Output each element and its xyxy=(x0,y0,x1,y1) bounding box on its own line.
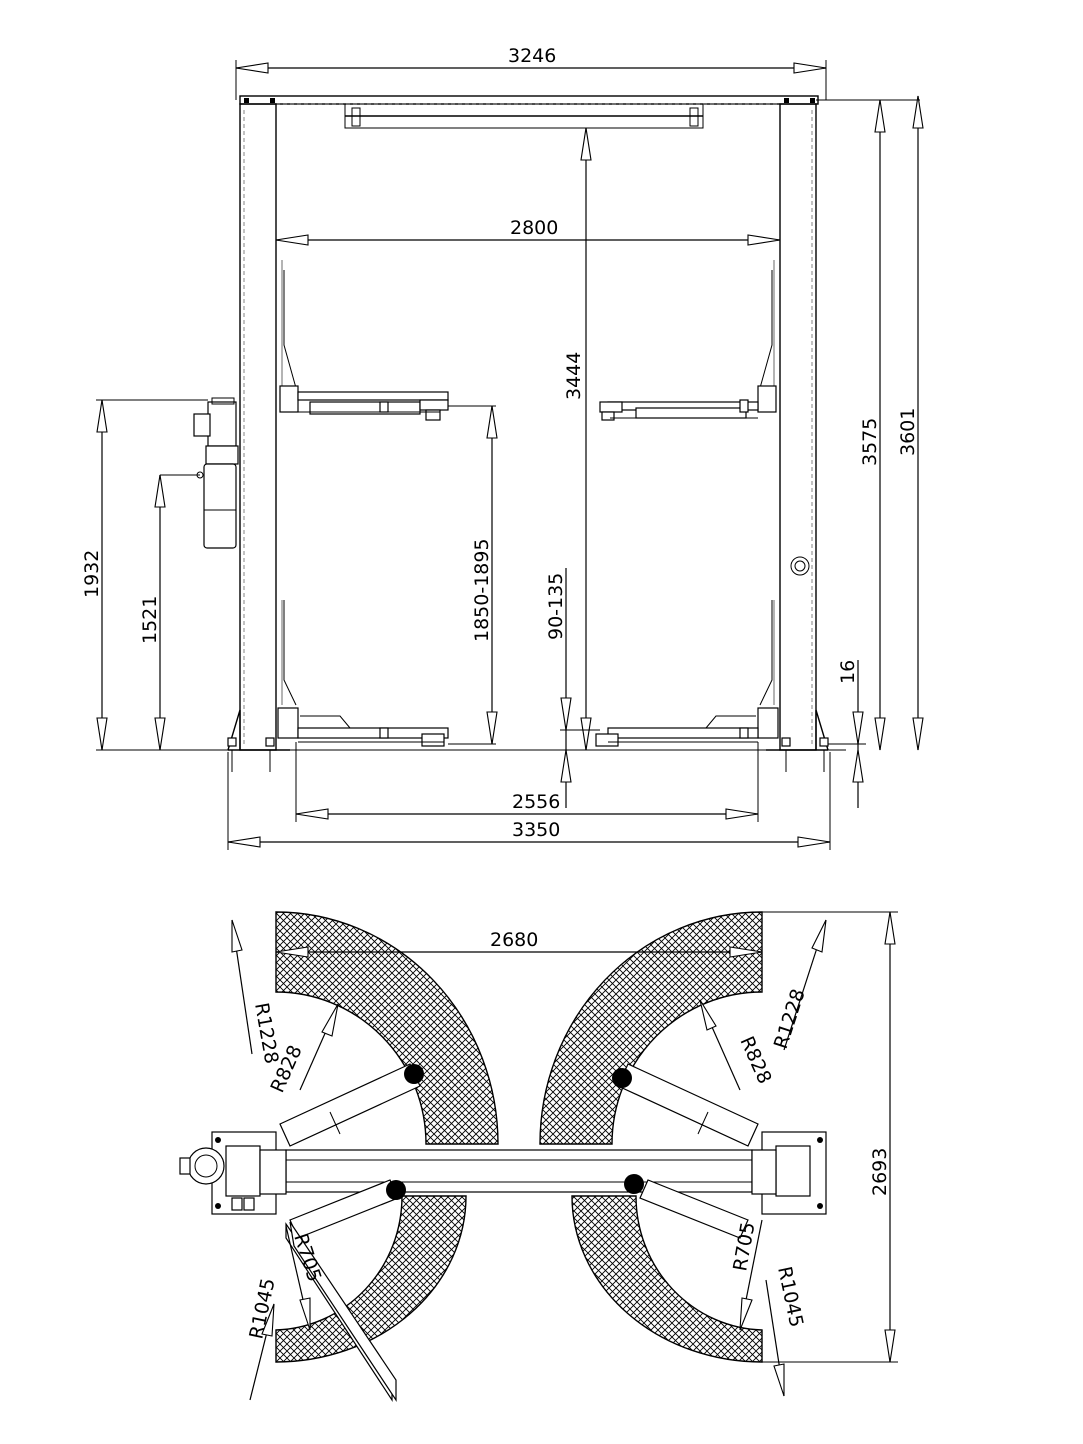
motor-top xyxy=(179,1147,225,1185)
dim-height-inner: 3575 xyxy=(816,99,920,751)
dim-base-plate: 16 xyxy=(828,660,866,808)
dim-depth-overall: 2693 xyxy=(762,911,898,1363)
radius-leader-right-inner-front: R828 xyxy=(699,999,776,1091)
radius-leader-right-rear: R705 R1045 xyxy=(729,1219,807,1397)
right-column xyxy=(766,103,829,772)
dim-label-r1228-right: R1228 xyxy=(770,986,810,1051)
floor-cover-plate xyxy=(285,1149,753,1193)
dim-label-3444: 3444 xyxy=(563,352,585,400)
top-view: 2680 2693 R1228 R828 R828 xyxy=(179,911,898,1403)
arm-front-right xyxy=(612,1063,759,1147)
right-column-base xyxy=(751,1131,827,1215)
dim-height-overall: 3601 xyxy=(897,95,924,751)
dim-label-3350: 3350 xyxy=(512,819,560,841)
dim-top-overall-width: 3246 xyxy=(235,45,827,100)
swing-zone-rear-right xyxy=(571,1195,763,1363)
swing-zone-rear-left xyxy=(275,1195,467,1363)
dim-label-2556: 2556 xyxy=(512,791,560,813)
dim-label-r828-right: R828 xyxy=(735,1033,775,1087)
dim-lift-height: 1850-1895 xyxy=(448,405,498,745)
dim-label-3575: 3575 xyxy=(859,418,881,466)
swing-zone-front-right xyxy=(539,911,763,1145)
dim-base-width: 3350 xyxy=(227,752,831,850)
dim-label-16: 16 xyxy=(837,660,859,684)
dim-arm-span: 2556 xyxy=(295,742,759,822)
front-view: 3246 xyxy=(81,45,924,850)
dim-inner-width: 2800 xyxy=(275,217,781,246)
dim-label-r705-left: R705 xyxy=(289,1231,325,1285)
dim-label-r1228-left: R1228 xyxy=(250,1001,282,1065)
dim-crossbar-clearance: 3444 xyxy=(563,127,700,751)
arm-rear-right xyxy=(624,1174,749,1239)
left-carriage-lower xyxy=(277,600,449,747)
arm-rear-left xyxy=(285,1179,406,1403)
radius-leader-right-outer-front: R1228 xyxy=(770,919,827,1052)
dim-label-r1045-right: R1045 xyxy=(773,1264,807,1329)
top-crossbar xyxy=(239,95,819,129)
dim-label-90-135: 90-135 xyxy=(545,573,567,640)
lock-release-icon xyxy=(790,556,810,576)
dim-label-2693: 2693 xyxy=(869,1148,891,1196)
radius-leader-left-outer-front: R1228 xyxy=(231,919,282,1065)
dim-swing-width: 2680 xyxy=(275,929,763,958)
radius-leader-left-rear: R1045 R705 xyxy=(245,1225,325,1401)
right-carriage-upper xyxy=(599,270,777,421)
dim-pad-height: 90-135 xyxy=(545,568,600,808)
right-carriage-lower xyxy=(595,600,779,747)
dim-label-1932: 1932 xyxy=(81,550,103,598)
power-unit xyxy=(160,397,239,549)
left-carriage-upper xyxy=(279,270,449,421)
arm-front-left xyxy=(279,1063,424,1147)
dim-label-r1045-left: R1045 xyxy=(245,1276,279,1341)
dim-label-1850-1895: 1850-1895 xyxy=(471,538,493,642)
dim-label-2800: 2800 xyxy=(510,217,558,239)
left-column xyxy=(227,103,290,772)
dim-label-1521: 1521 xyxy=(139,596,161,644)
dim-tank-height: 1521 xyxy=(139,474,166,751)
dim-label-3601: 3601 xyxy=(897,408,919,456)
swing-zone-front-left xyxy=(275,911,499,1145)
dim-motor-height: 1932 xyxy=(81,399,228,751)
dim-label-3246: 3246 xyxy=(508,45,556,67)
dim-label-2680: 2680 xyxy=(490,929,538,951)
